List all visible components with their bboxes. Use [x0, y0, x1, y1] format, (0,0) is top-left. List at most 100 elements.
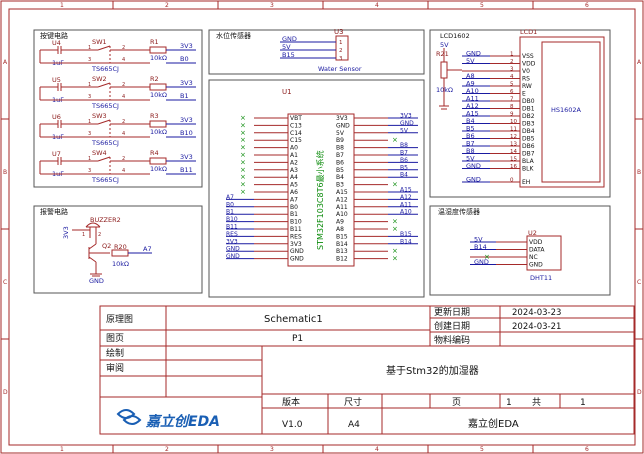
key-net-2: B1: [180, 92, 189, 100]
lcd-pin-num: 3: [510, 67, 514, 73]
key-switch-part: TS665CJ: [91, 65, 119, 73]
mcu-left-pin-name: B0: [290, 204, 298, 211]
key-pin-1: 1: [88, 45, 91, 51]
mcu-right-net: B14: [400, 238, 412, 245]
tb-page-value: P1: [292, 334, 303, 344]
lcd-pin-net: A12: [466, 102, 479, 110]
lcd-pin-net: A10: [466, 87, 479, 95]
mcu-left-pin-name: VBT: [290, 115, 302, 122]
lcd-pin-name: DB1: [522, 106, 535, 113]
tb-size-value: A4: [348, 420, 360, 430]
tb-update-label: 更新日期: [434, 306, 470, 318]
mcu-left-pin-name: A6: [290, 189, 298, 196]
mcu-right-net: GND: [400, 120, 414, 127]
key-net-2: B10: [180, 129, 193, 137]
water-pin-num: 2: [339, 48, 343, 54]
water-part: Water Sensor: [318, 65, 362, 73]
row-letter-right: D: [637, 389, 642, 396]
lcd-pin-net: B7: [466, 140, 475, 148]
mcu-right-net: B15: [400, 231, 412, 238]
key-pin-4: 4: [122, 57, 125, 63]
mcu-part-label: STM32F103C8T6最小系统: [315, 150, 325, 250]
tb-page-num: 1: [506, 398, 512, 408]
lcd-pin-num: 1: [510, 52, 514, 58]
lcd-pin-num: 6: [510, 89, 514, 95]
key-switch-lever: [97, 156, 111, 162]
lcd-pin-num: 16: [510, 164, 517, 170]
mcu-right-pin-name: B14: [336, 241, 348, 248]
mcu-right-pin-name: B3: [336, 182, 344, 189]
mcu-left-pin-name: B1: [290, 211, 298, 218]
no-connect-mark: ×: [240, 121, 246, 129]
key-switch-ref: SW4: [92, 149, 107, 157]
mcu-right-pin-name: 3V3: [336, 115, 348, 122]
no-connect-mark: ×: [240, 144, 246, 152]
tb-update-value: 2024-03-23: [512, 308, 561, 318]
keys-title: 按键电路: [40, 31, 68, 40]
tb-create-value: 2024-03-21: [512, 322, 561, 332]
mcu-left-net: GND: [226, 253, 240, 260]
water-pin-net: GND: [282, 35, 297, 43]
lcd-body: [519, 36, 605, 188]
mcu-right-pin-name: A8: [336, 226, 344, 233]
lcd-supply: 5V: [440, 41, 449, 49]
dht-pin-net: 5V: [474, 236, 483, 244]
tb-total-word: 共: [532, 397, 541, 408]
no-connect-mark: ×: [484, 253, 490, 261]
col-number-bottom: 4: [375, 446, 379, 453]
lcd-pin-net: B8: [466, 147, 475, 155]
water-pin-num: 1: [339, 40, 343, 46]
mcu-left-pin-name: A7: [290, 196, 298, 203]
lcd-pin-num: 7: [510, 97, 514, 103]
mcu-right-pin-name: B8: [336, 145, 344, 152]
key-switch-lever: [97, 82, 111, 88]
tb-size-label: 尺寸: [344, 396, 362, 408]
tb-review-label: 审阅: [106, 362, 124, 374]
mcu-pins: VBT×C13×C14×C15×A0×A1×A2×A3×A4×A5×A6×A7A…: [226, 113, 418, 263]
key-net-1: 3V3: [180, 79, 193, 87]
mcu-left-pin-name: C15: [290, 137, 302, 144]
lcd-pin-name: EH: [522, 179, 530, 186]
mcu-right-pin-name: 5V: [336, 130, 345, 137]
key-cap-ref: U4: [52, 39, 61, 47]
lcd-pin-net: 5V: [466, 57, 475, 65]
lcd-screen: [541, 41, 601, 183]
mcu-right-pin-name: A10: [336, 211, 348, 218]
key-switch-part: TS665CJ: [91, 176, 119, 184]
key-switch-part: TS665CJ: [91, 139, 119, 147]
mcu-left-net: RES: [226, 231, 238, 238]
col-number-bottom: 6: [585, 446, 589, 453]
key-cap-ref: U6: [52, 113, 61, 121]
lcd-pin-name: VDD: [522, 61, 536, 68]
tb-drawing-value: Schematic1: [264, 314, 323, 325]
lcd-pin-net: B5: [466, 125, 475, 133]
lcd-pin-name: DB7: [522, 151, 535, 158]
key-pin-2: 2: [122, 45, 125, 51]
buzzer-pin-2: 2: [98, 232, 101, 238]
tb-company: 嘉立创EDA: [468, 417, 519, 430]
no-connect-mark: ×: [240, 181, 246, 189]
lcd-pin-net: A9: [466, 80, 475, 88]
jlc-logo: 嘉立创EDA: [116, 409, 220, 430]
lcd-pin-num: 15: [510, 157, 517, 163]
buzzer-symbol: [85, 222, 101, 238]
mcu-ref: U1: [282, 88, 292, 96]
mcu-right-net: A15: [400, 187, 412, 194]
lcd-pin-num: 2: [510, 59, 514, 65]
mcu-left-pin-name: A2: [290, 159, 298, 166]
mcu-right-net: B7: [400, 150, 408, 157]
dht-body: [526, 235, 562, 271]
key-resistor: [149, 157, 167, 165]
no-connect-mark: ×: [240, 129, 246, 137]
mcu-left-pin-name: C13: [290, 122, 302, 129]
key-res-ref: R2: [150, 75, 159, 83]
dht-pin-name: DATA: [529, 247, 545, 254]
mcu-right-net: B5: [400, 164, 408, 171]
tb-create-label: 创建日期: [434, 320, 470, 332]
key-res-ref: R3: [150, 112, 159, 120]
col-number-bottom: 1: [60, 446, 64, 453]
mcu-right-pin-name: B6: [336, 159, 344, 166]
mcu-right-pin-name: B9: [336, 137, 344, 144]
